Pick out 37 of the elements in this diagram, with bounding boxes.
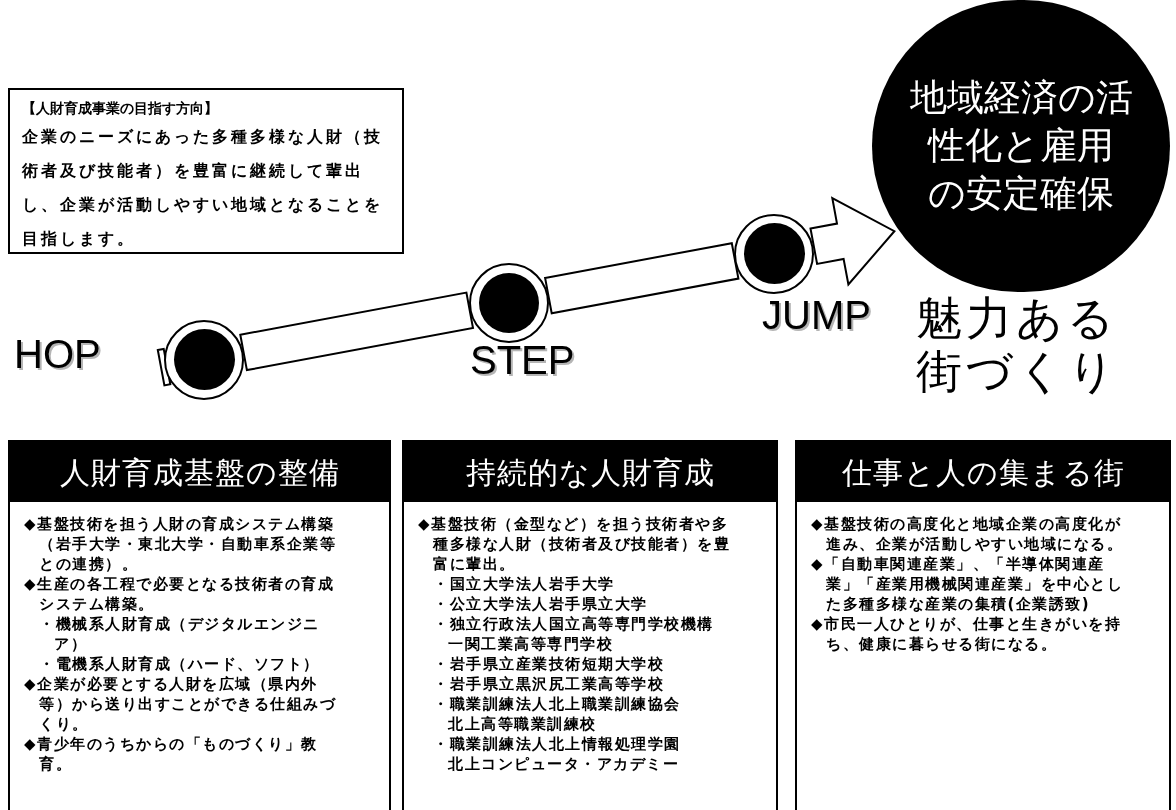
block-arrow: [543, 242, 740, 315]
bullet-text: ・国立大学法人岩手大学: [432, 574, 616, 594]
bullet-text: ・独立行政法人国立高等専門学校機構: [432, 614, 715, 634]
panel-heading: 仕事と人の集まる街: [841, 453, 1125, 492]
bullet-text: 北上高等職業訓練校: [447, 714, 598, 734]
goal-caption: 魅力ある街づくり: [916, 292, 1120, 398]
note-text: 企業のニーズにあった多種多様な人財（技術者及び技能者）を豊富に継続して輩出し、企業が活動しやすい地域となることを目指します。: [22, 126, 384, 250]
bullet-text: ・職業訓練法人北上情報処理学園: [432, 734, 682, 754]
bullet-text: ◆基盤技術（金型など）を担う技術者や多種多様な人財（技術者及び技能者）を豊富に輩出。: [418, 514, 731, 574]
note-heading: 【人財育成事業の目指す方向】: [22, 99, 219, 118]
block-arrow: [809, 196, 896, 287]
note-box: [8, 88, 404, 254]
bullet-text: ・職業訓練法人北上職業訓練協会: [432, 694, 682, 714]
column-panel: [795, 440, 1171, 810]
bullet-text: ・岩手県立黒沢尻工業高等学校: [432, 674, 665, 694]
bullet-text: ・岩手県立産業技術短期大学校: [432, 654, 665, 674]
bullet-text: ◆市民一人ひとりが、仕事と生きがいを持ち、健康に暮らせる街になる。: [811, 614, 1123, 654]
column-panel: [402, 440, 778, 810]
bullet-text: ◆基盤技術の高度化と地域企業の高度化が進み、企業が活動しやすい地域になる。: [811, 514, 1124, 554]
bullet-text: 北上コンピュータ・アカデミー: [447, 754, 680, 774]
bullet-text: ◆「自動車関連産業」、「半導体関連産業」「産業用機械関連産業」を中心とした多種多様な産業の集積(企業誘致): [811, 554, 1124, 614]
panel-heading: 人財育成基盤の整備: [59, 453, 340, 492]
panel-heading: 持続的な人財育成: [465, 453, 715, 492]
bullet-text: ◆青少年のうちからの「ものづくり」教育。: [24, 734, 319, 774]
milestone-label: HOP: [14, 334, 101, 374]
goal-text: 地域経済の活性化と雇用の安定確保: [908, 74, 1134, 218]
bullet-text: ◆企業が必要とする人財を広域（県内外等）から送り出すことができる仕組みづくり。: [24, 674, 337, 734]
milestone-label: STEP: [470, 340, 575, 380]
bullet-text: ・機械系人財育成（デジタルエンジニア）: [38, 614, 321, 654]
bullet-text: ◆基盤技術を担う人財の育成システム構築（岩手大学・東北大学・自動車系企業等との連携）。: [24, 514, 337, 574]
column-panel: [8, 440, 391, 810]
milestone-label: JUMP: [762, 295, 871, 335]
bullet-text: ・公立大学法人岩手県立大学: [432, 594, 649, 614]
bullet-text: ◆生産の各工程で必要となる技術者の育成システム構築。: [24, 574, 336, 614]
bullet-text: ・電機系人財育成（ハード、ソフト）: [38, 654, 321, 674]
block-arrow: [239, 291, 475, 372]
bullet-text: 一関工業高等専門学校: [447, 634, 614, 654]
